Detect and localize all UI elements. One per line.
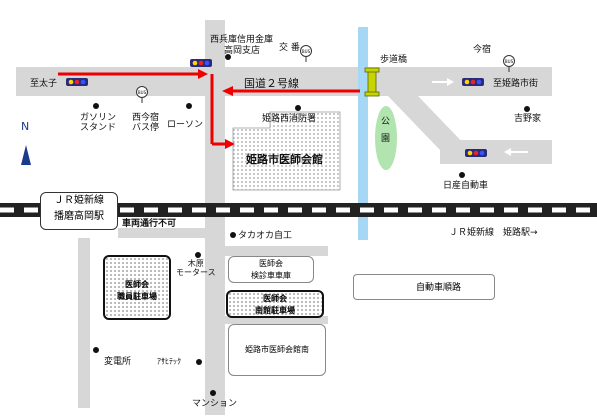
harima-takaoka-station: ＪＲ姫新線 播磨高岡駅 (40, 192, 118, 230)
label-to-himeji-city: 至姫路市街 (493, 79, 539, 89)
south-road (216, 246, 328, 256)
south-parking: 医師会 南館駐車場 (226, 290, 324, 318)
label-fire-station: 姫路西消防署 (262, 114, 317, 124)
lower-vertical-road (118, 228, 218, 238)
park-area (375, 106, 397, 170)
label-imajuku: 今宿 (473, 45, 492, 55)
label-harima-takaoka-sta: 播磨高岡駅 (54, 211, 104, 222)
label-medical-hall: 姫路市医師会館 (246, 153, 323, 166)
traffic-light-icon (465, 149, 487, 157)
right-side-road (440, 140, 552, 164)
direction-arrows (432, 78, 528, 156)
diagonal-road (388, 96, 470, 150)
label-kihara-motors: 木原 モータース (176, 259, 216, 278)
label-substation: 変電所 (104, 357, 132, 367)
car-route (58, 69, 360, 149)
bus-stop-icon: BUS (300, 45, 312, 62)
south-road-2 (216, 316, 328, 324)
svg-text:BUS: BUS (302, 49, 311, 54)
label-police-box: 交 番 (279, 43, 300, 53)
north-arrow-icon (21, 145, 31, 165)
traffic-light-icon (190, 59, 212, 67)
label-from-taishi: 至太子 (30, 79, 58, 89)
bus-stop-icon: BUS (503, 55, 515, 72)
checkup-garage: 医師会 検診車車庫 (228, 256, 314, 283)
label-legend-route: 自動車順路 (416, 283, 462, 293)
route-legend: 自動車順路 (353, 274, 495, 300)
label-asahi-tech: ｱｻﾋﾃｯｸ (157, 357, 181, 366)
label-lawson: ローソン (167, 120, 204, 130)
label-mansion: マンション (192, 399, 238, 409)
svg-text:BUS: BUS (505, 59, 514, 64)
label-nishiimajuku-bus: 西今宿 バス停 (132, 113, 160, 134)
bus-stop-icon: BUS (136, 86, 148, 103)
label-takaoka-jiko: タカオカ自工 (238, 231, 293, 241)
traffic-light-icon (462, 78, 484, 86)
label-national-route: 国道２号線 (244, 77, 299, 90)
river (358, 27, 368, 240)
label-nissan: 日産自動車 (443, 181, 489, 191)
label-gas-station: ガソリン スタンド (80, 113, 117, 134)
label-pedestrian-bridge: 歩道橋 (380, 55, 408, 65)
landmark-dots (93, 54, 530, 396)
label-jr-line: ＪＲ姫新線 (54, 195, 104, 206)
south-annex: 姫路市医師会館南 (228, 324, 326, 376)
label-north: N (21, 120, 30, 133)
label-jr-line-himeji: ＪＲ姫新線 姫路駅→ (449, 228, 538, 238)
label-takaoka-branch: 高岡支店 (224, 46, 261, 56)
label-park: 公 園 (381, 117, 391, 145)
staff-parking: 医師会 職員駐車場 (103, 255, 171, 320)
main-vertical-road (205, 20, 225, 415)
label-nishihyogo-bank: 西兵庫信用金庫 (210, 35, 274, 45)
label-yoshinoya: 吉野家 (514, 114, 542, 124)
svg-text:BUS: BUS (138, 90, 147, 95)
traffic-light-icon (66, 78, 88, 86)
lower-left-road (78, 238, 90, 408)
pedestrian-bridge-icon (364, 67, 380, 97)
label-no-vehicle: 車両通行不可 (122, 219, 177, 229)
medical-hall-block (232, 111, 341, 191)
